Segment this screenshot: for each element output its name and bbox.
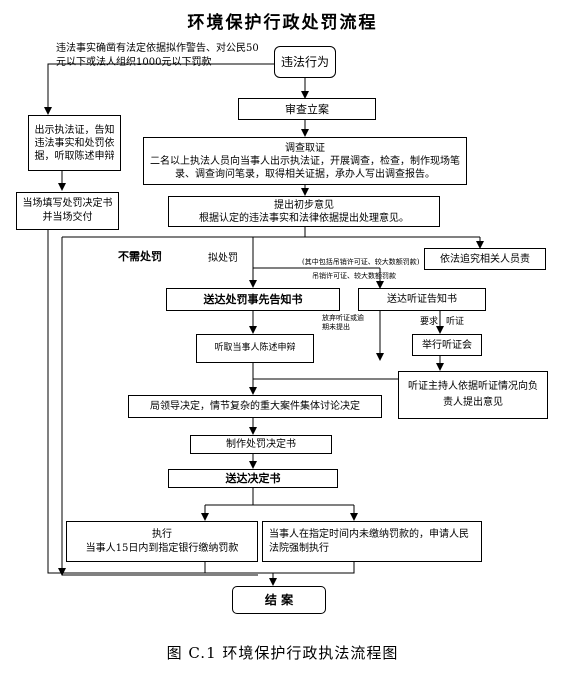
review-filing-node: 审查立案 bbox=[238, 98, 376, 120]
notify-hearing-node: 送达听证告知书 bbox=[358, 288, 486, 311]
investigation-node: 调查取证 二名以上执法人员向当事人出示执法证，开展调查，检查，制作现场笔录、调查… bbox=[143, 137, 467, 185]
notify-penalty-node: 送达处罚事先告知书 bbox=[166, 288, 340, 311]
show-certificate-node: 出示执法证，告知违法事实和处罚依据，听取陈述申辩 bbox=[28, 115, 121, 171]
execute-body: 当事人15日内到指定银行缴纳罚款 bbox=[85, 542, 239, 554]
propose-penalty-label: 拟处罚 bbox=[208, 253, 238, 264]
investigation-title: 调查取证 bbox=[285, 142, 325, 154]
listen-defense-node: 听取当事人陈述申辩 bbox=[196, 334, 314, 363]
preliminary-body: 根据认定的违法事实和法律依据提出处理意见。 bbox=[199, 212, 409, 224]
no-penalty-label: 不需处罚 bbox=[118, 250, 162, 263]
request-label: 要求 bbox=[420, 317, 439, 327]
preliminary-title: 提出初步意见 bbox=[274, 199, 334, 211]
note-revoke-2: 吊销许可证、较大数额罚款 bbox=[312, 272, 396, 280]
simple-procedure-condition: 违法事实确凿有法定依据拟作警告、对公民50元以下或法人组织1000元以下罚款 bbox=[56, 43, 259, 68]
execute-node: 执行 当事人15日内到指定银行缴纳罚款 bbox=[66, 521, 258, 562]
investigation-body: 二名以上执法人员向当事人出示执法证，开展调查，检查，制作现场笔录、调查询问笔录，… bbox=[150, 155, 460, 180]
onsite-decision-node: 当场填写处罚决定书并当场交付 bbox=[16, 192, 119, 230]
hearing-opinion-node: 听证主持人依据听证情况向负责人提出意见 bbox=[398, 371, 548, 419]
waive-hearing-label: 放弃听证或逾期未提出 bbox=[322, 314, 364, 331]
transfer-node: 依法追究相关人员责 bbox=[424, 248, 546, 270]
make-decision-node: 制作处罚决定书 bbox=[190, 435, 332, 454]
hold-hearing-node: 举行听证会 bbox=[412, 334, 482, 356]
figure-caption: 图 C.1 环境保护行政执法流程图 bbox=[166, 644, 399, 662]
enforce-node: 当事人在指定时间内未缴纳罚款的，申请人民法院强制执行 bbox=[262, 521, 482, 562]
close-case-node: 结 案 bbox=[232, 586, 326, 614]
violation-node: 违法行为 bbox=[274, 46, 336, 78]
leader-decision-node: 局领导决定，情节复杂的重大案件集体讨论决定 bbox=[128, 395, 382, 418]
note-revoke-1: (其中包括吊销许可证、较大数额罚款) bbox=[302, 258, 420, 266]
deliver-decision-node: 送达决定书 bbox=[168, 469, 338, 488]
execute-title: 执行 bbox=[152, 528, 172, 540]
hearing-label: 听证 bbox=[446, 317, 465, 327]
preliminary-opinion-node: 提出初步意见 根据认定的违法事实和法律依据提出处理意见。 bbox=[168, 196, 440, 227]
page-title: 环境保护行政处罚流程 bbox=[187, 13, 378, 33]
